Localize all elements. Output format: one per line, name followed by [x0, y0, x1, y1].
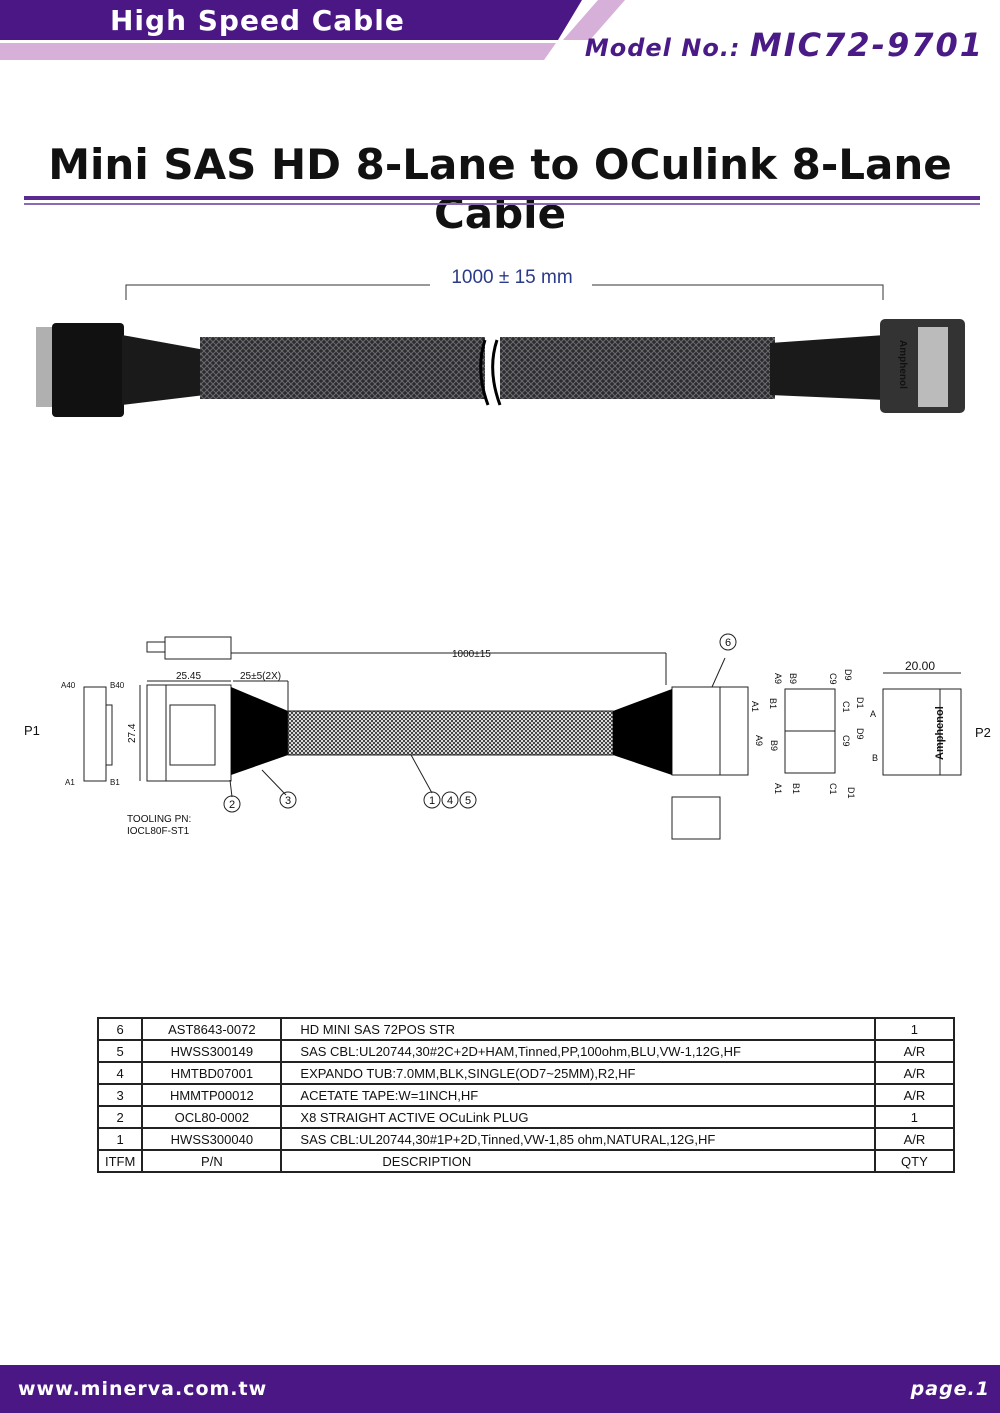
technical-drawing: P1 P2 1000±15 25.45 25±5(2X) 27.4 20.00 … — [24, 633, 991, 840]
cell-pn: OCL80-0002 — [141, 1105, 283, 1129]
svg-text:D1: D1 — [846, 787, 856, 799]
cell-qty: A/R — [873, 1083, 956, 1107]
cell-qty: A/R — [873, 1061, 956, 1085]
svg-text:25.45: 25.45 — [176, 671, 201, 682]
svg-text:Amphenol: Amphenol — [934, 706, 946, 760]
cell-desc: EXPANDO TUB:7.0MM,BLK,SINGLE(OD7~25MM),R… — [280, 1061, 876, 1085]
cell-desc: SAS CBL:UL20744,30#1P+2D,Tinned,VW-1,85 … — [280, 1127, 876, 1151]
braided-sleeve — [200, 337, 485, 399]
svg-text:2: 2 — [229, 799, 235, 811]
page-title: Mini SAS HD 8-Lane to OCulink 8-Lane Cab… — [48, 140, 952, 238]
svg-text:A: A — [870, 709, 876, 719]
page-number: page.1 — [910, 1378, 990, 1400]
svg-text:C1: C1 — [841, 701, 851, 713]
svg-text:A1: A1 — [65, 778, 75, 787]
svg-text:P1: P1 — [24, 723, 40, 738]
svg-text:A1: A1 — [773, 783, 783, 794]
title-underline — [24, 196, 980, 205]
header-pn: P/N — [141, 1149, 283, 1173]
svg-text:A9: A9 — [754, 735, 764, 746]
cell-pn: HWSS300040 — [141, 1127, 283, 1151]
model-label: Model No.: — [584, 34, 741, 62]
svg-text:25±5(2X): 25±5(2X) — [240, 671, 281, 682]
svg-text:A1: A1 — [750, 701, 760, 712]
svg-text:Amphenol: Amphenol — [897, 340, 908, 389]
svg-text:B1: B1 — [791, 783, 801, 794]
svg-text:B9: B9 — [769, 740, 779, 751]
header-description: DESCRIPTION — [280, 1149, 876, 1173]
svg-text:1000 ± 15 mm: 1000 ± 15 mm — [451, 267, 572, 288]
svg-text:D9: D9 — [855, 728, 865, 740]
svg-text:1000±15: 1000±15 — [452, 649, 491, 660]
cell-item: 2 — [96, 1105, 144, 1129]
svg-text:1: 1 — [429, 795, 435, 807]
svg-text:B40: B40 — [110, 681, 125, 690]
drawing-labels: P1 P2 1000±15 25.45 25±5(2X) 27.4 20.00 … — [24, 633, 991, 837]
length-dimension: 1000 ± 15 mm — [125, 267, 884, 300]
cell-item: 6 — [96, 1017, 144, 1041]
svg-text:B1: B1 — [110, 778, 120, 787]
cell-qty: 1 — [873, 1105, 956, 1129]
svg-text:C1: C1 — [828, 783, 838, 795]
oculink-connector — [52, 323, 124, 417]
drawing-sleeve — [287, 710, 614, 756]
model-value: MIC72-9701 — [749, 26, 984, 64]
footer-bar — [0, 1365, 1000, 1413]
cell-desc: SAS CBL:UL20744,30#2C+2D+HAM,Tinned,PP,1… — [280, 1039, 876, 1063]
svg-text:C9: C9 — [841, 735, 851, 747]
cell-item: 3 — [96, 1083, 144, 1107]
svg-text:20.00: 20.00 — [905, 659, 935, 673]
svg-text:C9: C9 — [828, 673, 838, 685]
cell-item: 5 — [96, 1039, 144, 1063]
cell-desc: HD MINI SAS 72POS STR — [280, 1017, 876, 1041]
svg-text:3: 3 — [285, 795, 291, 807]
cell-qty: A/R — [873, 1039, 956, 1063]
cell-pn: HMTBD07001 — [141, 1061, 283, 1085]
svg-text:A40: A40 — [61, 681, 76, 690]
svg-text:B9: B9 — [788, 673, 798, 684]
cell-qty: A/R — [873, 1127, 956, 1151]
website-link[interactable]: www.minerva.com.tw — [18, 1378, 268, 1400]
svg-text:A9: A9 — [773, 673, 783, 684]
header-qty: QTY — [873, 1149, 956, 1173]
svg-text:5: 5 — [465, 795, 471, 807]
product-photo: 1000 ± 15 mm Amphenol — [36, 267, 965, 417]
model-number: Model No.: MIC72-9701 — [585, 26, 984, 64]
cell-pn: HMMTP00012 — [141, 1083, 283, 1107]
svg-text:D9: D9 — [843, 669, 853, 681]
svg-text:IOCL80F-ST1: IOCL80F-ST1 — [127, 826, 190, 837]
header-banner — [0, 0, 625, 60]
svg-text:P2: P2 — [975, 725, 991, 740]
break-mark — [479, 339, 502, 406]
svg-text:27.4: 27.4 — [127, 723, 138, 743]
svg-text:TOOLING PN:: TOOLING PN: — [127, 814, 191, 825]
svg-text:B: B — [872, 753, 878, 763]
header-item: ITFM — [96, 1149, 144, 1173]
svg-text:D1: D1 — [855, 697, 865, 709]
cell-desc: X8 STRAIGHT ACTIVE OCuLink PLUG — [280, 1105, 876, 1129]
cell-item: 1 — [96, 1127, 144, 1151]
cell-pn: AST8643-0072 — [141, 1017, 283, 1041]
bom-header-row: ITFM P/N DESCRIPTION QTY — [96, 1149, 956, 1173]
svg-text:4: 4 — [447, 795, 453, 807]
category-title: High Speed Cable — [110, 4, 405, 37]
cell-desc: ACETATE TAPE:W=1INCH,HF — [280, 1083, 876, 1107]
cell-qty: 1 — [873, 1017, 956, 1041]
cell-pn: HWSS300149 — [141, 1039, 283, 1063]
svg-text:B1: B1 — [768, 698, 778, 709]
svg-text:6: 6 — [725, 637, 731, 649]
cell-item: 4 — [96, 1061, 144, 1085]
